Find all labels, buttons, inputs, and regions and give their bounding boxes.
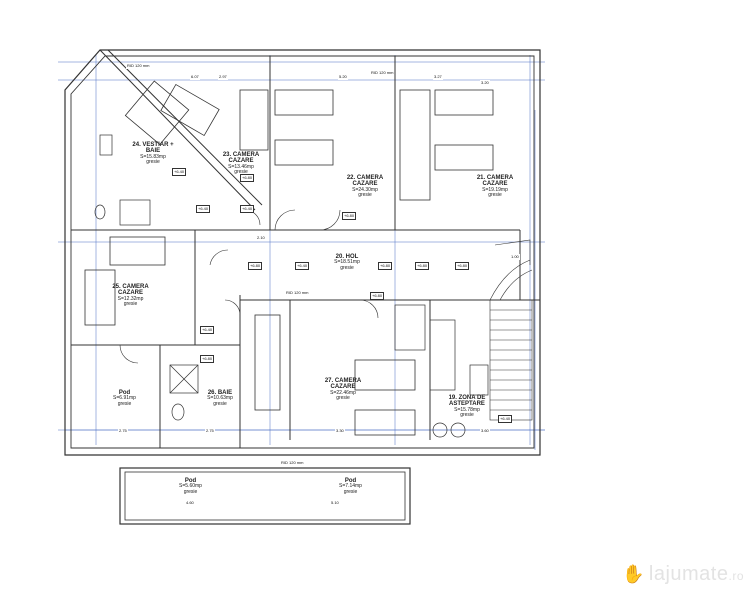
room-floor: gresie: [336, 394, 350, 401]
level-tag: +6.40: [172, 168, 187, 176]
dimension-label: 1.00: [510, 254, 520, 260]
room-area: S=15.83mp: [140, 153, 166, 160]
room-label-27: 27. CAMERA CAZARE S=22.46mp gresie: [318, 378, 368, 401]
room-area: S=18.51mp: [334, 259, 360, 266]
room-area: S=15.78mp: [454, 406, 480, 413]
room-name: 24. VESTIAR + BAIE: [132, 142, 174, 155]
door-swings: [119, 209, 379, 364]
dimension-label: 3.20: [480, 80, 490, 86]
level-tag: +6.40: [295, 262, 310, 270]
room-label-pod-1: Pod S=6.91mp gresie: [102, 390, 147, 407]
roof-note: RID 120 mm: [280, 460, 305, 466]
room-label-21: 21. CAMERA CAZARE S=19.19mp gresie: [470, 175, 520, 198]
room-area: S=7.14mp: [339, 483, 362, 490]
dimension-label: 2.10: [256, 235, 266, 241]
bathroom-fixtures: [94, 134, 199, 421]
dimension-label: 5.10: [330, 500, 340, 506]
watermark: ✋lajumate.ro: [622, 563, 744, 586]
room-label-24: 24. VESTIAR + BAIE S=15.83mp gresie: [128, 142, 178, 165]
level-tag: +6.80: [200, 355, 215, 363]
dimension-label: 2.97: [218, 74, 228, 80]
room-label-23: 23. CAMERA CAZARE S=13.46mp gresie: [218, 152, 264, 175]
level-tag: +6.80: [415, 262, 430, 270]
watermark-tld: .ro: [728, 569, 744, 583]
room-label-20: 20. HOL S=18.51mp gresie: [322, 254, 372, 271]
dimension-label: 3.27: [433, 74, 443, 80]
room-name: Pod: [118, 390, 131, 396]
room-label-26: 26. BAIE S=10.63mp gresie: [200, 390, 240, 407]
room-name: Pod: [344, 478, 357, 484]
level-tag: +6.80: [342, 212, 357, 220]
room-floor: gresie: [234, 168, 248, 175]
room-floor: gresie: [460, 411, 474, 418]
room-label-25: 25. CAMERA CAZARE S=12.32mp gresie: [108, 284, 153, 307]
room-label-19: 19. ZONA DE ASTEPTARE S=15.78mp gresie: [442, 395, 492, 418]
room-name: 27. CAMERA CAZARE: [324, 378, 362, 391]
room-area: S=24.30mp: [352, 186, 378, 193]
room-floor: gresie: [340, 264, 354, 271]
level-tag: +6.40: [240, 205, 255, 213]
roof-note: RID 120 mm: [285, 290, 310, 296]
dimension-label: 6.07: [190, 74, 200, 80]
room-name: 22. CAMERA CAZARE: [346, 175, 384, 188]
room-name: 21. CAMERA CAZARE: [476, 175, 514, 188]
level-tag: +6.80: [370, 292, 385, 300]
room-name: Pod: [184, 478, 197, 484]
room-area: S=22.46mp: [330, 389, 356, 396]
dimension-label: 3.30: [335, 428, 345, 434]
dimension-label: 3.60: [480, 428, 490, 434]
roof-note: RID 120 mm: [370, 70, 395, 76]
roof-note: RID 120 mm: [126, 63, 151, 69]
room-floor: gresie: [117, 400, 132, 407]
level-tag: +6.80: [240, 174, 255, 182]
dimension-label: 5.20: [338, 74, 348, 80]
room-area: S=12.32mp: [117, 295, 144, 302]
stairs: [489, 239, 533, 421]
dimension-label: 2.75: [205, 428, 215, 434]
room-floor: gresie: [123, 300, 138, 307]
interior-walls: [71, 49, 540, 448]
room-label-22: 22. CAMERA CAZARE S=24.30mp gresie: [340, 175, 390, 198]
watermark-brand: lajumate: [648, 563, 729, 585]
level-tag: +6.80: [455, 262, 470, 270]
level-tag: +6.40: [200, 326, 215, 334]
room-floor: gresie: [213, 400, 227, 407]
dimension-label: 4.60: [185, 500, 195, 506]
room-floor: gresie: [146, 158, 160, 165]
room-label-pod-2: Pod S=5.60mp gresie: [168, 478, 213, 495]
exterior-walls: [64, 49, 541, 525]
room-area: S=13.46mp: [228, 163, 254, 170]
room-area: S=6.91mp: [113, 395, 136, 402]
level-tag: +6.80: [248, 262, 263, 270]
dimension-label: 2.75: [118, 428, 128, 434]
handshake-icon: ✋: [621, 564, 645, 584]
beds: [84, 80, 494, 436]
room-area: S=10.63mp: [207, 395, 233, 402]
room-name: 25. CAMERA CAZARE: [112, 284, 149, 297]
level-tag: +6.40: [196, 205, 211, 213]
room-name: 23. CAMERA CAZARE: [222, 152, 260, 165]
room-area: S=19.19mp: [482, 186, 508, 193]
waiting-furniture: [394, 304, 489, 438]
room-area: S=5.60mp: [179, 483, 202, 490]
room-name: 20. HOL: [335, 254, 359, 260]
room-floor: gresie: [488, 191, 502, 198]
room-name: 26. BAIE: [207, 390, 233, 396]
room-name: 19. ZONA DE ASTEPTARE: [448, 395, 486, 408]
level-tag: +6.40: [498, 415, 513, 423]
room-floor: gresie: [343, 488, 358, 495]
level-tag: +6.80: [378, 262, 393, 270]
room-label-pod-3: Pod S=7.14mp gresie: [328, 478, 373, 495]
room-floor: gresie: [358, 191, 372, 198]
room-floor: gresie: [183, 488, 198, 495]
